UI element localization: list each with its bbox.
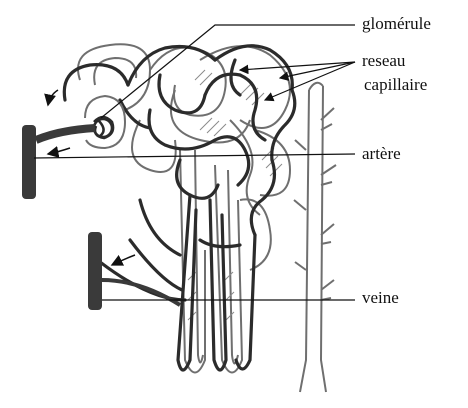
vein-branch: [102, 280, 180, 305]
leader-glomerule: [101, 25, 355, 118]
collecting-duct: [294, 83, 336, 392]
artery-block: [22, 125, 36, 199]
label-glomerule: glomérule: [362, 15, 431, 33]
afferent-arteriole: [36, 128, 95, 140]
vein-block: [88, 232, 102, 310]
capillary-network: [64, 46, 294, 370]
renal-tubule: [78, 44, 290, 372]
label-capillaire: capillaire: [364, 76, 427, 94]
label-reseau: reseau: [362, 52, 405, 70]
label-veine: veine: [362, 289, 399, 307]
glomerulus-knot: [94, 117, 113, 138]
label-artere: artère: [362, 145, 401, 163]
